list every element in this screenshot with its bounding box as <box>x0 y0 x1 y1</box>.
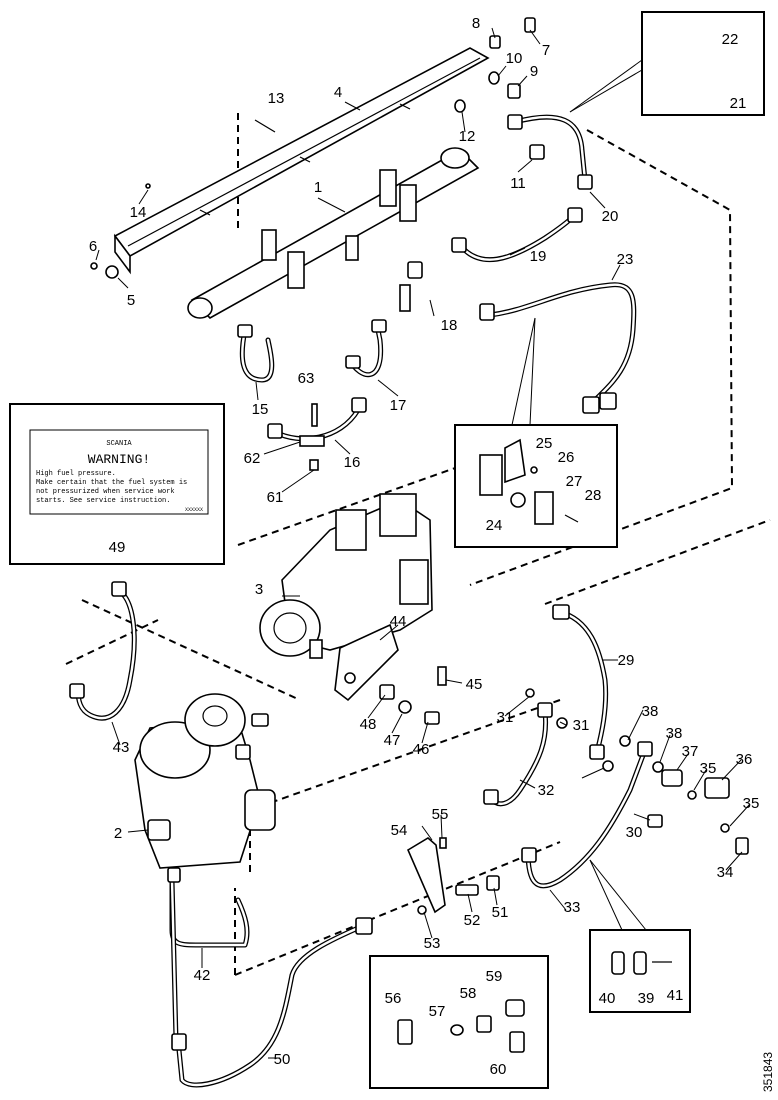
callout-5: 5 <box>127 292 135 309</box>
inset-box-bracket <box>454 317 618 548</box>
callout-10: 10 <box>506 50 523 67</box>
callout-42: 42 <box>194 967 211 984</box>
callout-38b: 38 <box>666 725 683 742</box>
callout-6: 6 <box>89 238 97 255</box>
warning-label-heading: WARNING! <box>88 452 150 467</box>
callout-31b: 31 <box>573 717 590 734</box>
callout-46: 46 <box>413 741 430 758</box>
callout-12: 12 <box>459 128 476 145</box>
callout-27: 27 <box>566 473 583 490</box>
callout-55: 55 <box>432 806 449 823</box>
callout-48: 48 <box>360 716 377 733</box>
callout-58: 58 <box>460 985 477 1002</box>
callout-14: 14 <box>130 204 147 221</box>
callout-38a: 38 <box>642 703 659 720</box>
callout-25: 25 <box>536 435 553 452</box>
callout-61: 61 <box>267 489 284 506</box>
fuel-rail-manifold-1 <box>187 147 480 319</box>
callout-18: 18 <box>441 317 458 334</box>
callout-16: 16 <box>344 454 361 471</box>
callout-49: 49 <box>109 539 126 556</box>
callout-57: 57 <box>429 1003 446 1020</box>
callout-11: 11 <box>510 175 526 192</box>
callout-15: 15 <box>252 401 269 418</box>
fuel-filter-2 <box>134 693 276 869</box>
callout-17: 17 <box>390 397 407 414</box>
warning-label-line-1: High fuel pressure. <box>36 470 116 478</box>
warning-label-brand: SCANIA <box>106 440 132 448</box>
callout-51: 51 <box>492 904 509 921</box>
drawing-number: 351843 <box>761 1052 775 1092</box>
callout-56: 56 <box>385 990 402 1007</box>
callout-labels: 1 2 3 4 5 6 7 8 9 10 11 12 13 14 15 16 1… <box>89 15 760 1078</box>
callout-32: 32 <box>538 782 555 799</box>
callout-40: 40 <box>599 990 616 1007</box>
callout-26: 26 <box>558 449 575 466</box>
inset-box-fittings-56-60 <box>369 955 549 1089</box>
callout-60: 60 <box>490 1061 507 1078</box>
callout-53: 53 <box>424 935 441 952</box>
callout-45: 45 <box>466 676 483 693</box>
warning-label-code: XXXXXX <box>185 507 203 513</box>
callout-63: 63 <box>298 370 315 387</box>
callout-34: 34 <box>717 864 734 881</box>
leader-lines <box>95 27 751 1059</box>
callout-3: 3 <box>255 581 263 598</box>
clamp-rail-4 <box>113 47 490 275</box>
callout-30: 30 <box>626 824 643 841</box>
warning-label-panel: SCANIA WARNING! High fuel pressure. Make… <box>9 403 225 565</box>
callout-41: 41 <box>667 987 684 1004</box>
inset-box-clips-39-41 <box>589 859 691 1013</box>
callout-9: 9 <box>530 63 538 80</box>
pipes <box>75 114 648 1088</box>
callout-35b: 35 <box>743 795 760 812</box>
callout-2: 2 <box>114 825 122 842</box>
callout-20: 20 <box>602 208 619 225</box>
callout-24: 24 <box>486 517 503 534</box>
callout-1: 1 <box>314 179 322 196</box>
callout-31a: 31 <box>497 709 514 726</box>
callout-23: 23 <box>617 251 634 268</box>
callout-8: 8 <box>472 15 480 32</box>
callout-21: 21 <box>730 95 747 112</box>
callout-52: 52 <box>464 912 481 929</box>
inset-box-clip <box>569 11 765 116</box>
callout-47: 47 <box>384 732 401 749</box>
callout-36: 36 <box>736 751 753 768</box>
warning-label-line-2: Make certain that the fuel system is <box>36 479 187 487</box>
callout-62: 62 <box>244 450 261 467</box>
bracket-44 <box>334 623 399 702</box>
callout-4: 4 <box>334 84 342 101</box>
callout-44: 44 <box>390 613 407 630</box>
callout-35a: 35 <box>700 760 717 777</box>
callout-29: 29 <box>618 652 635 669</box>
callout-28: 28 <box>585 487 602 504</box>
callout-50: 50 <box>274 1051 291 1068</box>
callout-13: 13 <box>268 90 285 107</box>
callout-22: 22 <box>722 31 739 48</box>
callout-19: 19 <box>530 248 547 265</box>
callout-54: 54 <box>391 822 408 839</box>
warning-label-line-4: starts. See service instruction. <box>36 497 170 505</box>
callout-59: 59 <box>486 968 503 985</box>
callout-7: 7 <box>542 42 550 59</box>
warning-label-line-3: not pressurized when service work <box>36 488 175 496</box>
callout-39: 39 <box>638 990 655 1007</box>
bracket-54 <box>406 837 446 914</box>
high-pressure-pump-3 <box>259 493 433 659</box>
callout-43: 43 <box>113 739 130 756</box>
callout-33: 33 <box>564 899 581 916</box>
callout-37: 37 <box>682 743 699 760</box>
